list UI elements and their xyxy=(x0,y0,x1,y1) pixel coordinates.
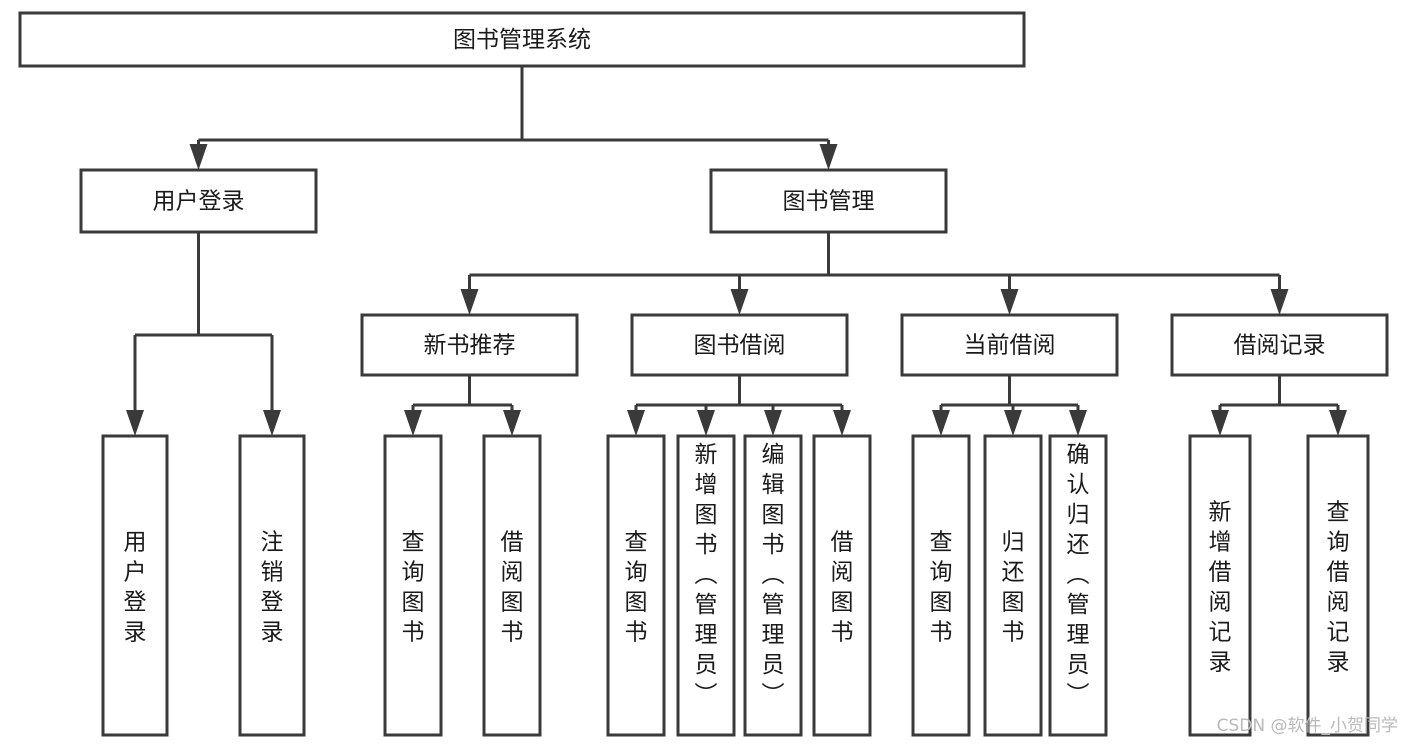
arrow-head xyxy=(697,410,715,436)
node-label-leaf-query-book-borrow: 查询图书 xyxy=(625,530,648,646)
csdn-watermark: CSDN @软件_小贺同学 xyxy=(1217,716,1398,736)
node-leaf-query-book-borrow[interactable]: 查询图书 xyxy=(606,434,666,737)
node-borrow-record[interactable]: 借阅记录 xyxy=(1170,313,1389,377)
node-current-borrow[interactable]: 当前借阅 xyxy=(900,313,1119,377)
connector-new-book-recommend-to-leaves xyxy=(404,375,521,436)
node-root[interactable]: 图书管理系统 xyxy=(18,11,1026,68)
arrow-head xyxy=(460,289,479,315)
node-leaf-edit-book[interactable]: 编辑图书︵管理员︶ xyxy=(743,434,803,737)
node-label-leaf-confirm-return: 确认归还︵管理员︶ xyxy=(1067,442,1090,708)
node-box-leaf-add-book xyxy=(676,434,736,737)
node-box-book-borrow xyxy=(630,313,849,377)
arrow-head xyxy=(833,410,851,436)
node-leaf-borrow-book-rec[interactable]: 借阅图书 xyxy=(482,434,542,737)
arrow-head xyxy=(819,144,838,170)
node-book-borrow[interactable]: 图书借阅 xyxy=(630,313,849,377)
node-leaf-add-record[interactable]: 新增借阅记录 xyxy=(1188,434,1252,737)
node-label-borrow-record: 借阅记录 xyxy=(1234,333,1326,359)
node-layer: 图书管理系统用户登录图书管理新书推荐图书借阅当前借阅借阅记录用户登录注销登录查询… xyxy=(18,11,1389,737)
node-leaf-return-book[interactable]: 归还图书 xyxy=(983,434,1043,737)
node-label-leaf-add-book: 新增图书︵管理员︶ xyxy=(695,442,718,708)
node-box-user-login xyxy=(79,168,318,234)
arrow-head xyxy=(1069,410,1087,436)
arrow-head xyxy=(189,144,208,170)
node-leaf-user-login[interactable]: 用户登录 xyxy=(101,434,169,737)
node-label-new-book-recommend: 新书推荐 xyxy=(424,333,516,359)
connector-layer xyxy=(126,66,1347,436)
node-box-leaf-query-book-borrow xyxy=(606,434,666,737)
node-label-leaf-edit-book: 编辑图书︵管理员︶ xyxy=(762,442,785,708)
watermark-layer: CSDN @软件_小贺同学 xyxy=(1217,716,1398,736)
node-label-book-borrow: 图书借阅 xyxy=(694,333,786,359)
node-box-leaf-add-record xyxy=(1188,434,1252,737)
node-box-leaf-query-record xyxy=(1306,434,1370,737)
node-box-root xyxy=(18,11,1026,68)
node-box-leaf-query-book-rec xyxy=(383,434,443,737)
arrow-head xyxy=(1329,410,1347,436)
node-box-leaf-confirm-return xyxy=(1048,434,1108,737)
node-label-root: 图书管理系统 xyxy=(453,27,591,53)
node-leaf-borrow-book[interactable]: 借阅图书 xyxy=(812,434,872,737)
connector-current-borrow-to-leaves xyxy=(932,375,1087,436)
node-label-leaf-return-book: 归还图书 xyxy=(1002,530,1025,646)
node-label-leaf-add-record: 新增借阅记录 xyxy=(1209,500,1232,676)
node-leaf-confirm-return[interactable]: 确认归还︵管理员︶ xyxy=(1048,434,1108,737)
node-leaf-query-record[interactable]: 查询借阅记录 xyxy=(1306,434,1370,737)
node-label-leaf-borrow-book-rec: 借阅图书 xyxy=(501,530,524,646)
node-box-leaf-borrow-book xyxy=(812,434,872,737)
node-box-leaf-query-book-cur xyxy=(911,434,971,737)
node-label-leaf-borrow-book: 借阅图书 xyxy=(831,530,854,646)
node-box-current-borrow xyxy=(900,313,1119,377)
arrow-head xyxy=(730,289,749,315)
node-box-leaf-user-login xyxy=(101,434,169,737)
arrow-head xyxy=(126,410,144,436)
node-box-borrow-record xyxy=(1170,313,1389,377)
node-label-leaf-query-record: 查询借阅记录 xyxy=(1327,500,1350,676)
node-label-leaf-user-login: 用户登录 xyxy=(124,530,147,646)
node-box-leaf-return-book xyxy=(983,434,1043,737)
arrow-head xyxy=(764,410,782,436)
node-label-current-borrow: 当前借阅 xyxy=(964,333,1056,359)
arrow-head xyxy=(932,410,950,436)
connector-user-login-to-leaves xyxy=(126,232,281,436)
arrow-head xyxy=(1211,410,1229,436)
connector-book-manage-to-level2 xyxy=(460,232,1289,315)
node-box-leaf-edit-book xyxy=(743,434,803,737)
connector-root-to-level1 xyxy=(189,66,838,170)
arrow-head xyxy=(503,410,521,436)
arrow-head xyxy=(263,410,281,436)
node-box-leaf-borrow-book-rec xyxy=(482,434,542,737)
node-label-book-manage: 图书管理 xyxy=(783,189,875,215)
node-box-leaf-logout-login xyxy=(238,434,306,737)
node-label-leaf-logout-login: 注销登录 xyxy=(261,530,284,646)
node-leaf-logout-login[interactable]: 注销登录 xyxy=(238,434,306,737)
arrow-head xyxy=(1270,289,1289,315)
arrow-head xyxy=(1004,410,1022,436)
connector-book-borrow-to-leaves xyxy=(627,375,851,436)
arrow-head xyxy=(1000,289,1019,315)
node-leaf-query-book-rec[interactable]: 查询图书 xyxy=(383,434,443,737)
node-label-leaf-query-book-cur: 查询图书 xyxy=(930,530,953,646)
node-box-new-book-recommend xyxy=(360,313,579,377)
node-label-user-login: 用户登录 xyxy=(153,189,245,215)
node-leaf-add-book[interactable]: 新增图书︵管理员︶ xyxy=(676,434,736,737)
arrow-head xyxy=(404,410,422,436)
node-box-book-manage xyxy=(709,168,948,234)
connector-borrow-record-to-leaves xyxy=(1211,375,1347,436)
arrow-head xyxy=(627,410,645,436)
node-leaf-query-book-cur[interactable]: 查询图书 xyxy=(911,434,971,737)
node-new-book-recommend[interactable]: 新书推荐 xyxy=(360,313,579,377)
node-label-leaf-query-book-rec: 查询图书 xyxy=(402,530,425,646)
node-user-login[interactable]: 用户登录 xyxy=(79,168,318,234)
node-book-manage[interactable]: 图书管理 xyxy=(709,168,948,234)
